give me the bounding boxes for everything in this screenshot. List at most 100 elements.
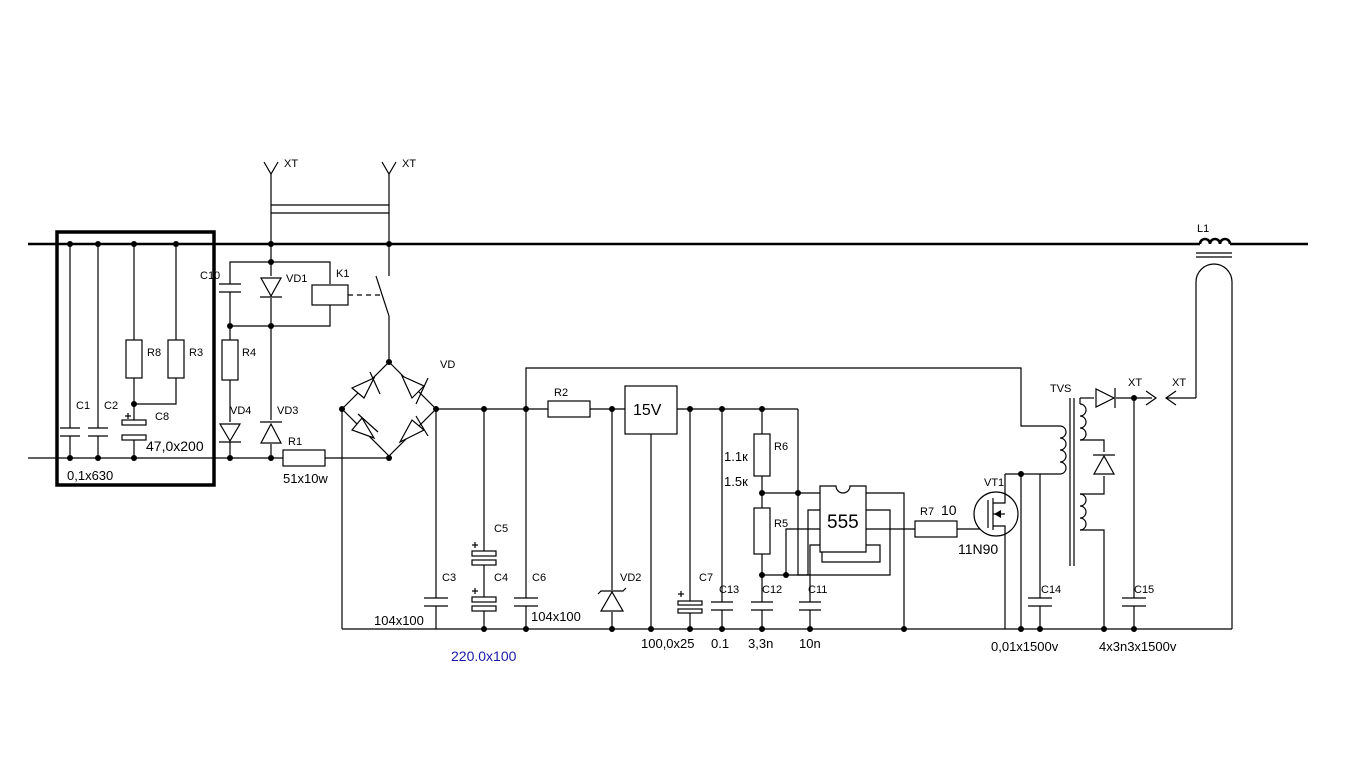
capacitor-c13-symbol <box>711 601 733 611</box>
mosfet-vt1-symbol <box>973 474 1019 556</box>
label-c12-value: 3,3n <box>748 636 773 651</box>
capacitor-c4-symbol <box>471 588 497 612</box>
label-c4: C4 <box>494 572 508 584</box>
label-k1: K1 <box>336 268 349 280</box>
label-c8: C8 <box>155 411 169 423</box>
relay-supply-wiring <box>229 244 331 458</box>
label-r6: R6 <box>774 441 788 453</box>
label-c13: C13 <box>719 584 739 596</box>
capacitor-c7-symbol <box>677 591 703 614</box>
bridge-rectifier-vd <box>341 361 437 457</box>
label-r2: R2 <box>554 387 568 399</box>
capacitor-c2-symbol <box>88 427 108 437</box>
diode-secondary-symbol <box>1092 454 1116 475</box>
capacitor-c8-symbol <box>121 413 147 441</box>
capacitor-c3-symbol <box>424 597 448 607</box>
diode-output-symbol <box>1095 388 1116 408</box>
label-c11: C11 <box>808 584 827 596</box>
resistor-r5-symbol <box>753 507 771 555</box>
capacitor-c14-symbol <box>1028 597 1052 607</box>
resistor-r8-symbol <box>125 339 143 379</box>
timer-555-ic <box>819 485 867 553</box>
filter-box <box>55 230 216 487</box>
filter-caps-wiring <box>435 367 1060 629</box>
label-ic-555: 555 <box>827 512 859 533</box>
label-r8: R8 <box>147 347 161 359</box>
zener-vd2-symbol <box>597 587 627 612</box>
label-c1: C1 <box>76 400 90 412</box>
capacitor-c6-symbol <box>514 597 538 607</box>
label-c2: C2 <box>104 400 118 412</box>
label-vt1: VT1 <box>984 477 1004 489</box>
regulator-15v-block <box>624 385 678 435</box>
capacitor-c12-symbol <box>751 601 773 611</box>
capacitor-c1-symbol <box>60 427 80 437</box>
label-vd: VD <box>440 359 455 371</box>
relay-k1-contact <box>375 244 390 362</box>
junction-dots <box>67 241 1137 632</box>
capacitor-c10-symbol <box>219 283 241 293</box>
label-vt1-value: 11N90 <box>958 541 998 557</box>
label-r4: R4 <box>242 347 256 359</box>
bridge-output-wiring <box>341 408 1232 630</box>
label-vd3: VD3 <box>277 405 298 417</box>
label-c1-value: 0,1x630 <box>67 468 113 483</box>
inductor-l1-symbol <box>1195 237 1233 629</box>
resistor-r3-symbol <box>167 339 185 379</box>
xt-link-lines <box>271 204 389 214</box>
label-c3-value: 104x100 <box>374 613 424 628</box>
label-c3: C3 <box>442 572 456 584</box>
label-r6-value: 1.1к <box>724 449 748 464</box>
label-c14: C14 <box>1041 584 1061 596</box>
capacitor-c5-symbol <box>471 542 497 566</box>
label-r1: R1 <box>288 436 302 448</box>
diode-vd3-symbol <box>260 421 282 444</box>
label-tvs: TVS <box>1050 383 1071 395</box>
label-c4-c5-value: 220.0x100 <box>451 648 517 664</box>
label-r7: R7 <box>920 506 934 518</box>
connector-xt-output <box>1145 390 1196 406</box>
label-r1-value: 51x10w <box>283 471 328 486</box>
label-c15: C15 <box>1134 584 1154 596</box>
resistor-r7-symbol <box>914 520 958 538</box>
regulator-wiring <box>611 408 798 629</box>
label-vd4: VD4 <box>230 405 251 417</box>
relay-k1-coil <box>311 284 349 306</box>
resistor-r1-symbol <box>282 449 326 467</box>
label-c5: C5 <box>494 523 508 535</box>
transformer-tvs-symbol <box>1059 398 1087 566</box>
label-c6-value: 104x100 <box>531 609 581 624</box>
label-xt-top-left: XT <box>284 158 298 170</box>
label-r5-value: 1.5к <box>724 474 748 489</box>
label-c8-value: 47,0x200 <box>146 438 204 454</box>
label-c6: C6 <box>532 572 546 584</box>
label-vd1: VD1 <box>286 273 307 285</box>
resistor-r4-symbol <box>221 339 239 381</box>
resistor-r2-symbol <box>547 400 591 418</box>
label-c11-value: 10n <box>799 636 821 651</box>
label-regulator: 15V <box>633 402 662 419</box>
label-l1: L1 <box>1197 223 1209 235</box>
label-r7-value: 10 <box>941 502 957 518</box>
label-r3: R3 <box>189 347 203 359</box>
label-xt-top-right: XT <box>402 158 416 170</box>
capacitor-c15-symbol <box>1122 597 1146 607</box>
resistor-r6-symbol <box>753 433 771 477</box>
connector-xt-top-left <box>263 161 279 244</box>
connector-xt-top-right <box>381 161 397 244</box>
supply-caps-wiring <box>689 409 723 629</box>
label-xt-output-right: XT <box>1172 377 1186 389</box>
label-c7-value: 100,0x25 <box>641 636 695 651</box>
label-c14-value: 0,01x1500v <box>991 639 1059 654</box>
diode-vd1-symbol <box>259 277 283 298</box>
label-c10: C10 <box>200 270 220 282</box>
diode-vd4-symbol <box>218 423 242 443</box>
label-c13-value: 0.1 <box>711 636 729 651</box>
capacitor-c11-symbol <box>799 601 821 611</box>
label-c7: C7 <box>699 572 713 584</box>
label-c15-value: 4x3n3x1500v <box>1099 639 1177 654</box>
label-vd2: VD2 <box>620 572 641 584</box>
label-r5: R5 <box>774 518 788 530</box>
label-c12: C12 <box>762 584 782 596</box>
